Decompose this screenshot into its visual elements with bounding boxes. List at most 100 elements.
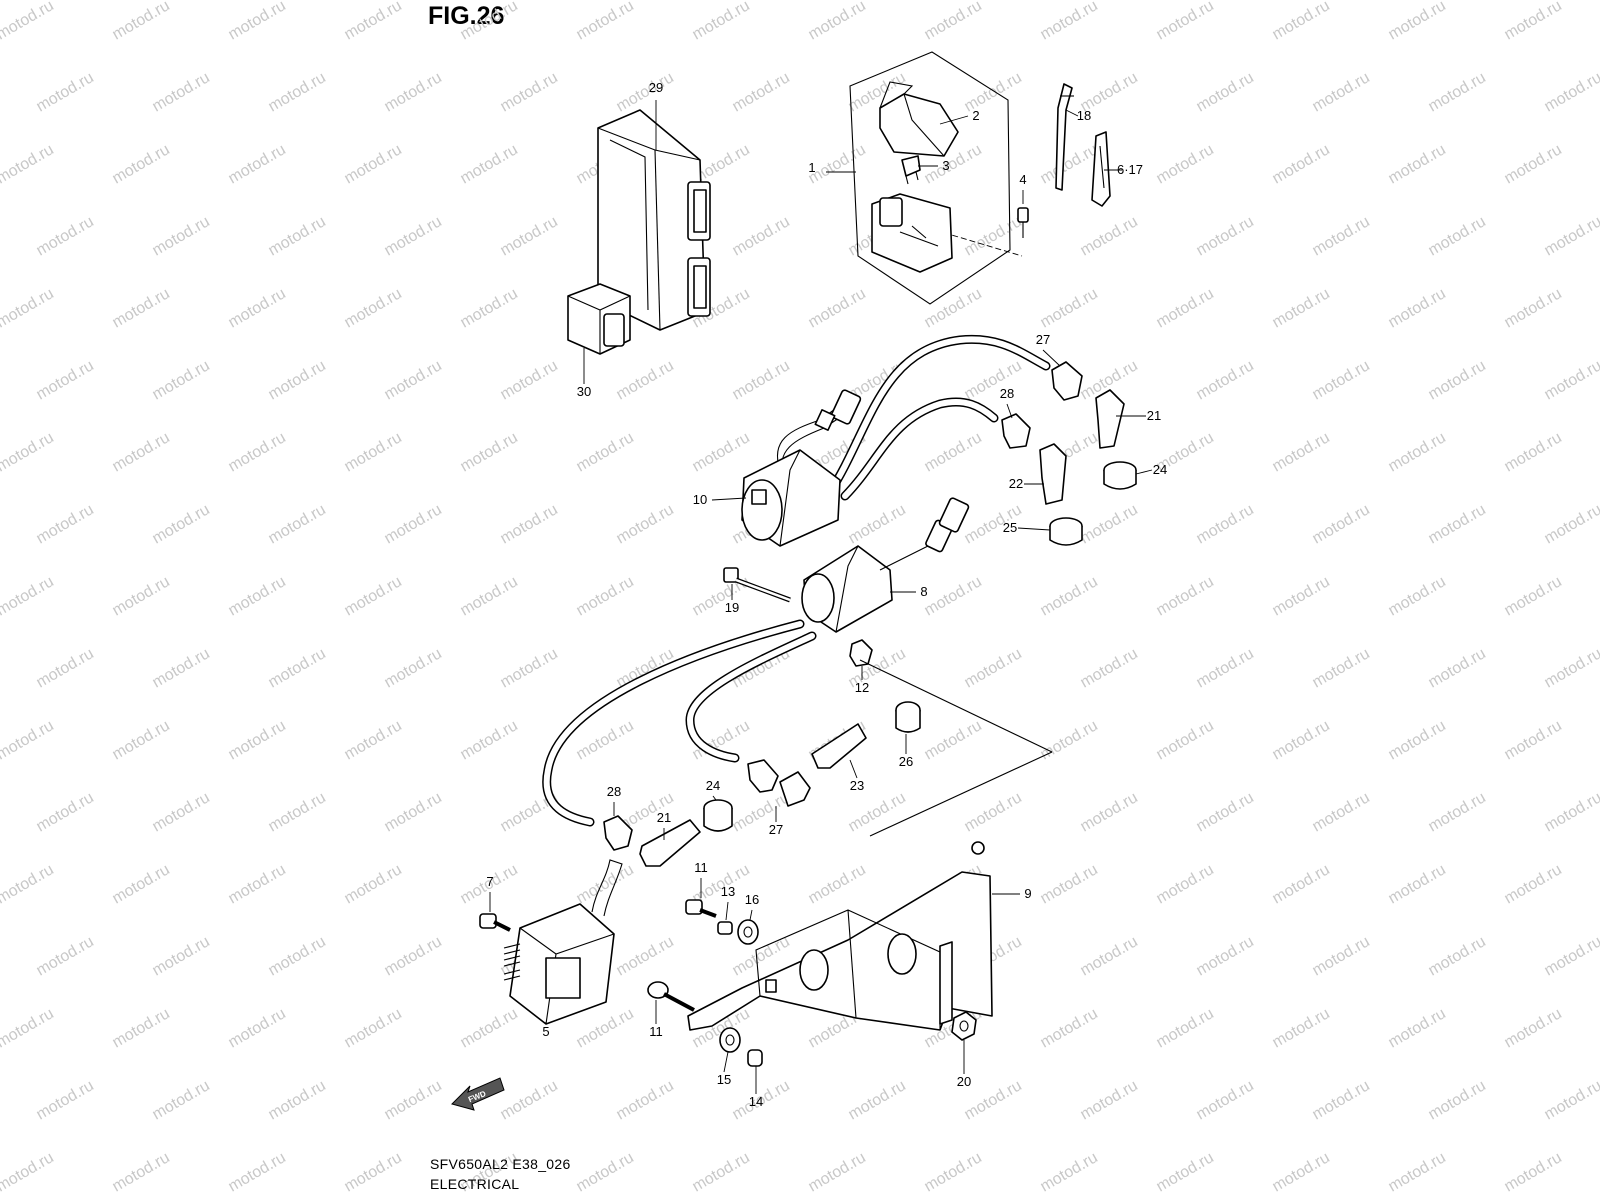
leader-c24b — [712, 795, 717, 801]
watermark-text: motod.ru — [342, 861, 405, 907]
watermark-text: motod.ru — [226, 1149, 289, 1195]
watermark-text: motod.ru — [614, 501, 677, 547]
part-6-17-clamp — [1091, 131, 1111, 207]
watermark-text: motod.ru — [922, 429, 985, 475]
watermark-text: motod.ru — [614, 357, 677, 403]
watermark-text: motod.ru — [498, 213, 561, 259]
watermark-text: motod.ru — [1310, 645, 1373, 691]
watermark-text: motod.ru — [614, 69, 677, 115]
watermark-text: motod.ru — [1542, 357, 1600, 403]
watermark-text: motod.ru — [846, 501, 909, 547]
callout-c8: 8 — [920, 584, 927, 599]
leader-c2 — [939, 115, 969, 125]
callout-c7: 7 — [486, 874, 493, 889]
watermark-text: motod.ru — [226, 285, 289, 331]
watermark-text: motod.ru — [34, 357, 97, 403]
watermark-text: motod.ru — [1426, 789, 1489, 835]
watermark-text: motod.ru — [614, 1077, 677, 1123]
watermark-text: motod.ru — [150, 1077, 213, 1123]
watermark-text: motod.ru — [382, 789, 445, 835]
watermark-text: motod.ru — [1542, 213, 1600, 259]
watermark-text: motod.ru — [150, 645, 213, 691]
watermark-text: motod.ru — [1154, 861, 1217, 907]
watermark-text: motod.ru — [458, 573, 521, 619]
watermark-text: motod.ru — [574, 429, 637, 475]
watermark-text: motod.ru — [342, 1005, 405, 1051]
callout-c24a: 24 — [1153, 462, 1167, 477]
watermark-text: motod.ru — [1270, 1149, 1333, 1195]
watermark-text: motod.ru — [1194, 357, 1257, 403]
watermark-text: motod.ru — [1038, 1005, 1101, 1051]
watermark-text: motod.ru — [458, 717, 521, 763]
watermark-text: motod.ru — [962, 357, 1025, 403]
watermark-text: motod.ru — [458, 429, 521, 475]
watermark-text: motod.ru — [150, 501, 213, 547]
watermark-text: motod.ru — [1038, 285, 1101, 331]
part-11-bolt-lower — [647, 981, 695, 1012]
watermark-text: motod.ru — [34, 645, 97, 691]
callout-c24b: 24 — [706, 778, 720, 793]
callout-c25: 25 — [1003, 520, 1017, 535]
model-code: SFV650AL2 E38_026 — [430, 1156, 571, 1172]
part-12-collar — [849, 639, 873, 667]
watermark-text: motod.ru — [34, 789, 97, 835]
watermark-text: motod.ru — [922, 717, 985, 763]
part-18-cable-tie — [1055, 83, 1074, 191]
part-9-bracket — [687, 841, 993, 1031]
watermark-text: motod.ru — [1386, 141, 1449, 187]
watermark-text: motod.ru — [498, 69, 561, 115]
watermark-text: motod.ru — [0, 429, 57, 475]
watermark-text: motod.ru — [1154, 285, 1217, 331]
watermark-text: motod.ru — [150, 213, 213, 259]
watermark-text: motod.ru — [1426, 645, 1489, 691]
watermark-text: motod.ru — [1310, 501, 1373, 547]
watermark-text: motod.ru — [1270, 141, 1333, 187]
leader-c28a — [1006, 403, 1013, 419]
watermark-text: motod.ru — [1154, 0, 1217, 43]
watermark-text: motod.ru — [1386, 1005, 1449, 1051]
watermark-text: motod.ru — [150, 933, 213, 979]
watermark-text: motod.ru — [1270, 285, 1333, 331]
watermark-text: motod.ru — [1426, 933, 1489, 979]
watermark-text: motod.ru — [1078, 645, 1141, 691]
watermark-text: motod.ru — [150, 789, 213, 835]
watermark-text: motod.ru — [1310, 933, 1373, 979]
watermark-text: motod.ru — [962, 645, 1025, 691]
part-11-bolt-upper — [685, 899, 717, 918]
watermark-text: motod.ru — [342, 429, 405, 475]
leader-c16 — [749, 909, 753, 921]
callout-c22: 22 — [1009, 476, 1023, 491]
callout-c26: 26 — [899, 754, 913, 769]
leader-c18 — [1065, 109, 1079, 117]
callout-c16: 16 — [745, 892, 759, 907]
watermark-text: motod.ru — [1078, 789, 1141, 835]
watermark-text: motod.ru — [806, 861, 869, 907]
watermark-text: motod.ru — [342, 141, 405, 187]
callout-c21a: 21 — [1147, 408, 1161, 423]
watermark-text: motod.ru — [1270, 861, 1333, 907]
watermark-text: motod.ru — [34, 213, 97, 259]
watermark-text: motod.ru — [1310, 357, 1373, 403]
watermark-text: motod.ru — [266, 213, 329, 259]
watermark-text: motod.ru — [1502, 1005, 1565, 1051]
callout-c27b: 27 — [769, 822, 783, 837]
callout-c20: 20 — [957, 1074, 971, 1089]
watermark-text: motod.ru — [226, 861, 289, 907]
watermark-text: motod.ru — [1038, 861, 1101, 907]
watermark-text: motod.ru — [1038, 573, 1101, 619]
leader-c24a — [1135, 469, 1153, 475]
watermark-text: motod.ru — [922, 573, 985, 619]
watermark-text: motod.ru — [110, 429, 173, 475]
leader-c27a — [1042, 349, 1061, 367]
watermark-text: motod.ru — [1502, 429, 1565, 475]
watermark-text: motod.ru — [962, 213, 1025, 259]
watermark-text: motod.ru — [1038, 1149, 1101, 1195]
watermark-text: motod.ru — [110, 1149, 173, 1195]
callout-c18: 18 — [1077, 108, 1091, 123]
watermark-text: motod.ru — [382, 645, 445, 691]
callout-c28a: 28 — [1000, 386, 1014, 401]
